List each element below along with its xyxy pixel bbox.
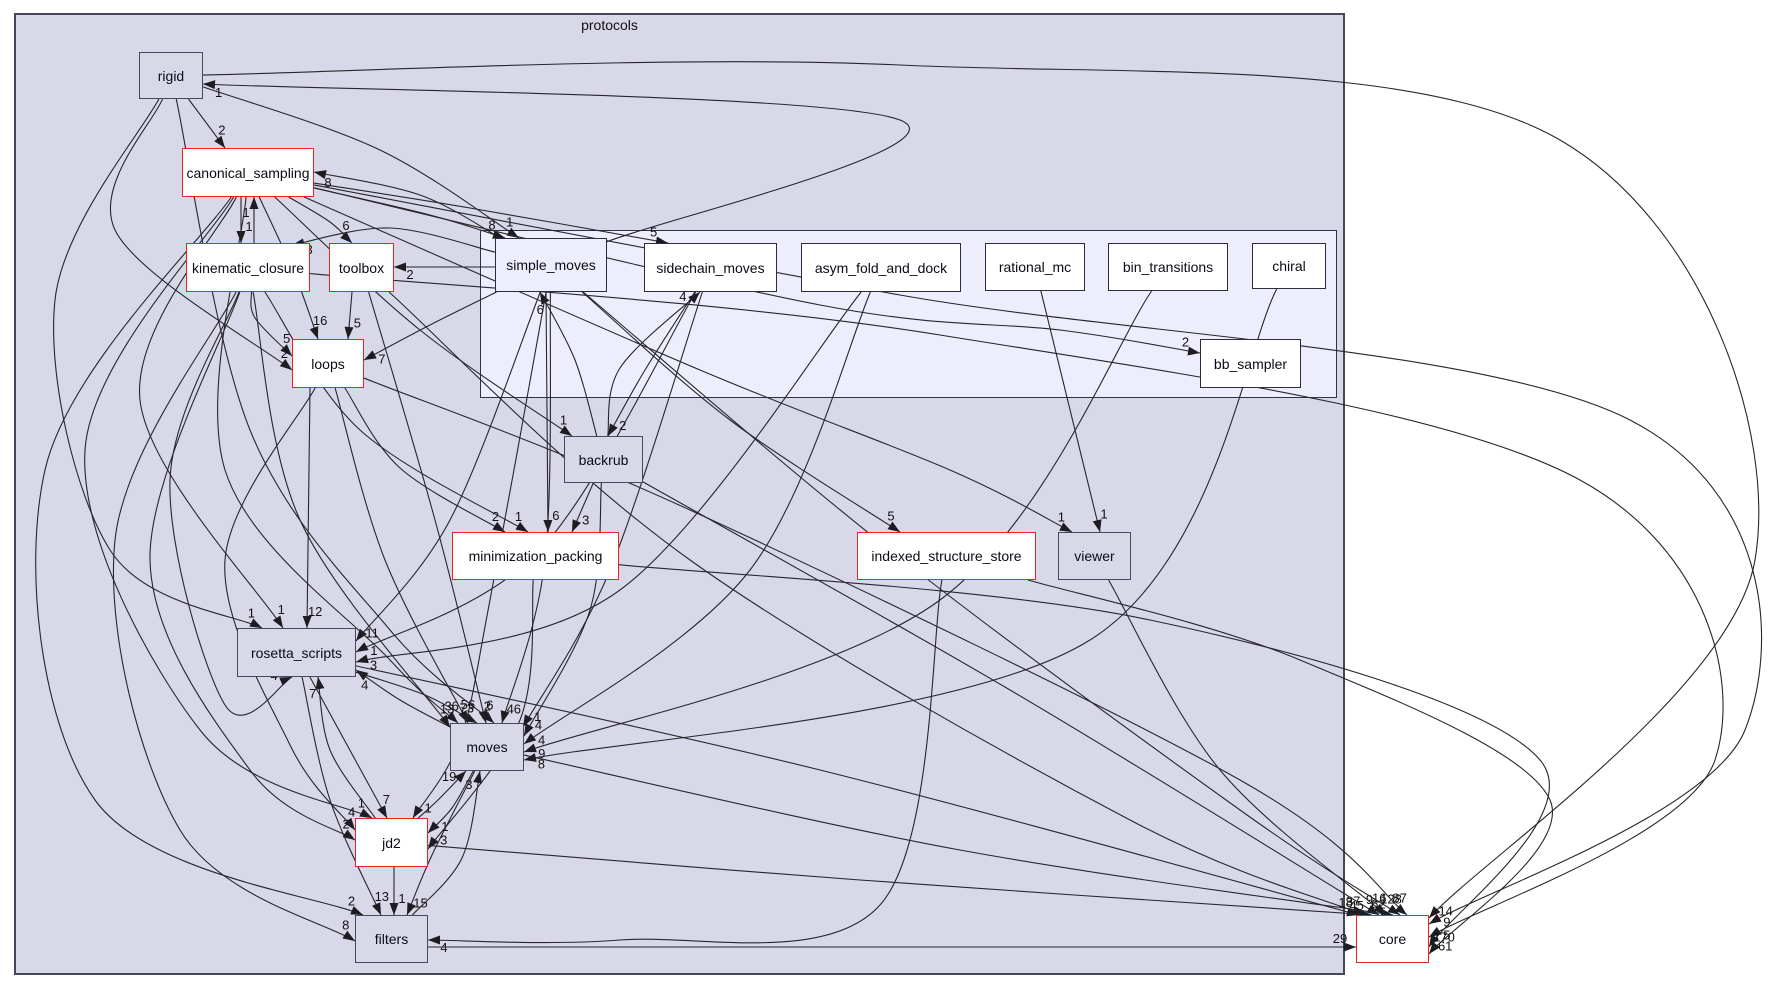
node-label-filters: filters (374, 931, 409, 947)
node-asym_fold_and_dock[interactable]: asym_fold_and_dock (801, 243, 961, 292)
edge-label-jd2-core: 45 (1349, 898, 1363, 913)
node-label-core: core (1378, 931, 1407, 947)
node-label-asym_fold_and_dock: asym_fold_and_dock (814, 259, 948, 276)
edge-label-loops-core: 87 (1392, 891, 1406, 906)
edge-label-toolbox-core: 37 (1346, 894, 1360, 909)
node-label-canonical_sampling: canonical_sampling (186, 164, 310, 181)
node-label-rosetta_scripts: rosetta_scripts (250, 644, 343, 661)
node-core[interactable]: core (1356, 915, 1429, 963)
node-label-indexed_structure_store: indexed_structure_store (871, 548, 1022, 564)
node-simple_moves[interactable]: simple_moves (495, 238, 607, 292)
edge-label-canonical_sampling-core: 9 (1443, 914, 1450, 929)
node-label-minimization_packing: minimization_packing (468, 548, 603, 564)
arrowhead-rigid-core (1429, 906, 1441, 918)
node-sidechain_moves[interactable]: sidechain_moves (644, 243, 777, 292)
node-label-rational_mc: rational_mc (998, 259, 1072, 275)
node-kinematic_closure[interactable]: kinematic_closure (186, 243, 310, 292)
arrowhead-minimization_packing-core (1429, 934, 1439, 947)
node-label-simple_moves: simple_moves (506, 257, 596, 273)
node-label-bin_transitions: bin_transitions (1122, 259, 1214, 275)
node-rosetta_scripts[interactable]: rosetta_scripts (237, 628, 356, 677)
edge-label-viewer-core: 16 (1372, 890, 1386, 905)
edge-label-minimization_packing-core: 170 (1433, 929, 1455, 944)
edge-label-kinematic_closure-core: 5 (1443, 927, 1450, 942)
arrowhead-filters-core (1344, 942, 1356, 952)
node-label-moves: moves (466, 739, 508, 755)
edge-label-indexed_structure_store-core: 61 (1438, 938, 1452, 953)
node-label-jd2: jd2 (382, 834, 401, 851)
node-chiral[interactable]: chiral (1252, 243, 1326, 289)
arrowhead-backrub-core (1366, 904, 1379, 915)
node-viewer[interactable]: viewer (1058, 532, 1131, 580)
edge-label-simple_moves-core: 128 (1380, 892, 1402, 907)
node-indexed_structure_store[interactable]: indexed_structure_store (857, 532, 1036, 580)
node-loops[interactable]: loops (292, 339, 364, 388)
arrowhead-kinematic_closure-core (1429, 926, 1442, 937)
node-bb_sampler[interactable]: bb_sampler (1200, 339, 1301, 388)
arrowhead-canonical_sampling-core (1429, 913, 1442, 924)
node-label-rigid: rigid (157, 67, 185, 84)
node-label-bb_sampler: bb_sampler (1213, 355, 1288, 372)
node-label-chiral: chiral (1272, 258, 1306, 274)
edge-label-backrub-core: 9 (1366, 892, 1373, 907)
arrowhead-loops-core (1394, 903, 1407, 915)
node-rational_mc[interactable]: rational_mc (985, 243, 1085, 291)
node-label-kinematic_closure: kinematic_closure (191, 259, 305, 276)
node-bin_transitions[interactable]: bin_transitions (1108, 243, 1228, 291)
node-canonical_sampling[interactable]: canonical_sampling (182, 148, 314, 197)
arrowhead-viewer-core (1374, 903, 1386, 915)
node-jd2[interactable]: jd2 (355, 818, 428, 867)
node-backrub[interactable]: backrub (564, 436, 643, 483)
node-toolbox[interactable]: toolbox (329, 243, 394, 292)
node-moves[interactable]: moves (450, 723, 524, 771)
node-label-viewer: viewer (1074, 548, 1115, 564)
cluster-protocols-label: protocols (581, 17, 638, 33)
node-label-sidechain_moves: sidechain_moves (656, 259, 765, 276)
arrowhead-toolbox-core (1352, 906, 1365, 915)
node-label-toolbox: toolbox (338, 259, 385, 276)
edge-label-rigid-core: 14 (1438, 904, 1452, 919)
arrowhead-indexed_structure_store-core (1429, 941, 1440, 954)
node-filters[interactable]: filters (355, 915, 428, 963)
edge-label-moves-core: 62 (1371, 897, 1385, 912)
node-rigid[interactable]: rigid (139, 52, 203, 99)
node-label-backrub: backrub (578, 451, 629, 468)
arrowhead-simple_moves-core (1387, 904, 1400, 915)
node-label-loops: loops (311, 355, 345, 372)
node-minimization_packing[interactable]: minimization_packing (452, 532, 619, 580)
